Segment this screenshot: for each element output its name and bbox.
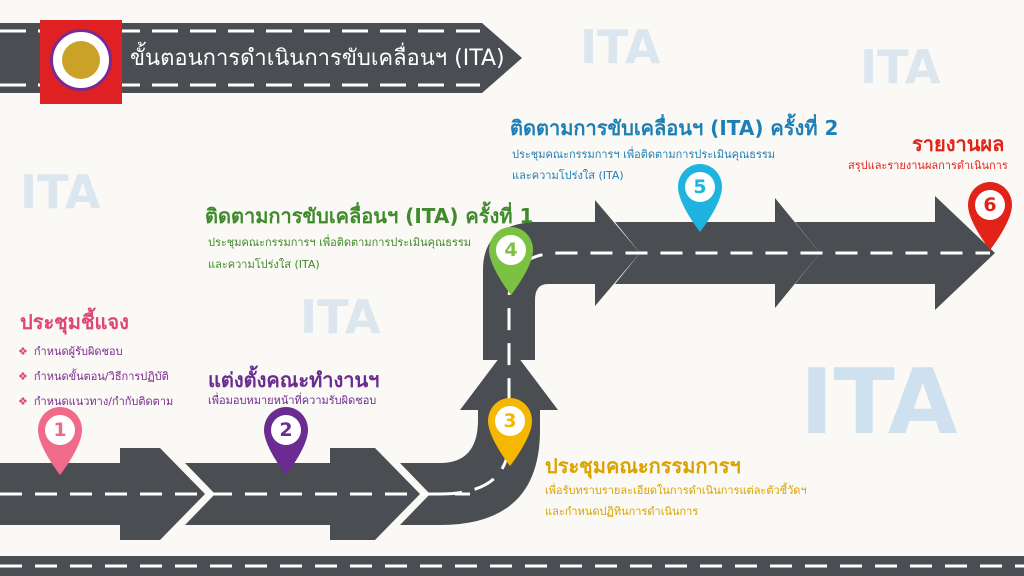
step-4-desc-1: ประชุมคณะกรรมการฯ เพื่อติดตามการประเมินค… (208, 236, 472, 249)
step-5-desc-2: และความโปร่งใส (ITA) (512, 169, 624, 182)
step-6-desc: สรุปและรายงานผลการดำเนินการ (848, 159, 1008, 172)
pin-4-marker (489, 227, 533, 295)
step-3-title: ประชุมคณะกรรมการฯ (545, 454, 741, 478)
pin-2-number: 2 (279, 419, 293, 441)
pin-5-marker (678, 164, 722, 232)
step-6-title: รายงานผล (912, 132, 1005, 156)
pin-2-marker (264, 407, 308, 475)
pin-1-number: 1 (53, 419, 67, 441)
step-1-title: ประชุมชี้แจง (20, 310, 129, 334)
watermark-ita-3: ITA (20, 165, 101, 219)
step-5-desc-1: ประชุมคณะกรรมการฯ เพื่อติดตามการประเมินค… (512, 148, 776, 161)
diamond-bullet-icon: ❖ (18, 395, 28, 408)
step-2-desc: เพื่อมอบหมายหน้าที่ความรับผิดชอบ (208, 394, 377, 407)
diamond-bullet-icon: ❖ (18, 370, 28, 383)
step-3-desc-2: และกำหนดปฏิทินการดำเนินการ (545, 505, 699, 518)
step-5-title: ติดตามการขับเคลื่อนฯ (ITA) ครั้งที่ 2 (510, 116, 839, 140)
step-1-bullet-2: ❖กำหนดขั้นตอน/วิธีการปฏิบัติ (18, 370, 169, 383)
watermark-ita-2: ITA (860, 40, 941, 94)
step-3-desc-1: เพื่อรับทราบรายละเอียดในการดำเนินการแต่ล… (545, 484, 807, 497)
pin-6-number: 6 (983, 194, 997, 216)
watermark-ita-1: ITA (580, 20, 661, 74)
watermark-ita-4: ITA (300, 290, 381, 344)
step-4-title: ติดตามการขับเคลื่อนฯ (ITA) ครั้งที่ 1 (205, 204, 534, 228)
step-1-bullet-3: ❖กำหนดแนวทาง/กำกับติดตาม (18, 395, 174, 408)
pin-5-number: 5 (693, 176, 707, 198)
step-2-title: แต่งตั้งคณะทำงานฯ (208, 368, 380, 392)
emblem-core-icon (62, 41, 100, 79)
pin-4-number: 4 (504, 239, 518, 261)
diamond-bullet-icon: ❖ (18, 345, 28, 358)
pin-3-number: 3 (503, 410, 517, 432)
step-4-desc-2: และความโปร่งใส (ITA) (208, 258, 320, 271)
pin-6-marker (968, 182, 1012, 250)
pin-3-marker (488, 398, 532, 466)
watermark-ita-5: ITA (800, 350, 958, 455)
pin-1-marker (38, 407, 82, 475)
page-title: ขั้นตอนการดำเนินการขับเคลื่อนฯ (ITA) (130, 46, 505, 71)
step-1-bullet-1: ❖กำหนดผู้รับผิดชอบ (18, 345, 123, 358)
